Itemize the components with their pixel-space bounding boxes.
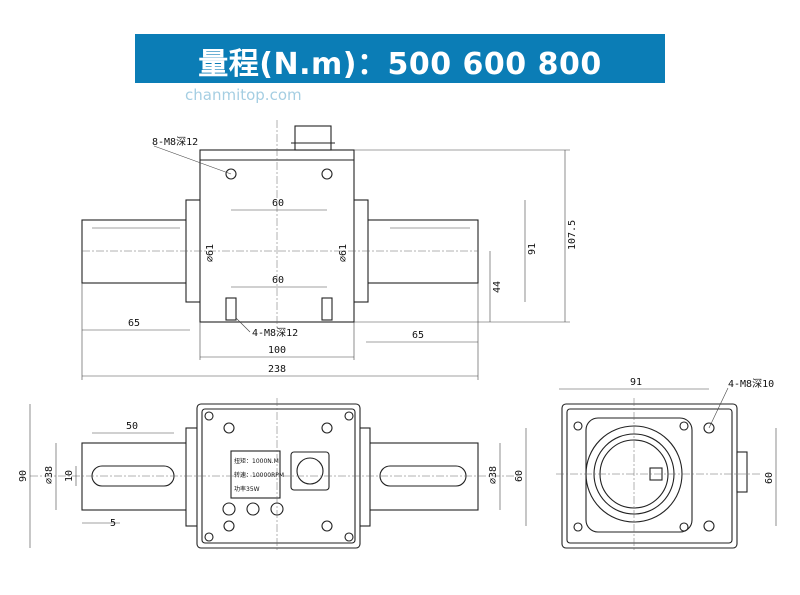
connector	[736, 451, 748, 493]
range-title: 量程(N.m)：500 600 800	[198, 47, 602, 82]
front-view: 60 60 ⌀61 ⌀61 8-M8深12 4-M8深12 91 107.5 4…	[81, 120, 578, 380]
dim-65-right: 65	[412, 330, 424, 341]
dim-90: 90	[18, 470, 29, 482]
left-shaft	[81, 442, 191, 511]
hole	[225, 168, 237, 180]
dim-91-side: 91	[630, 377, 642, 388]
dim-65-left: 65	[128, 318, 140, 329]
right-shaft	[365, 442, 479, 511]
dim-107-5: 107.5	[567, 220, 578, 250]
dim-5: 5	[110, 518, 116, 529]
dim-50: 50	[126, 421, 138, 432]
left-shaft	[81, 219, 191, 284]
right-shaft	[365, 219, 479, 284]
dim-60: 60	[514, 470, 525, 482]
dim-238: 238	[268, 364, 286, 375]
dim-dia-38-left: ⌀38	[44, 466, 55, 484]
top-view: 扭矩：1000N.M 转速：10000RPM 功率35W 50 90 ⌀38 1…	[18, 398, 527, 552]
dim-100: 100	[268, 345, 286, 356]
label-power: 功率35W	[234, 485, 260, 493]
connector	[294, 125, 332, 151]
nameplate	[230, 450, 281, 499]
dim-60-top: 60	[272, 198, 284, 209]
side-view: 91 4-M8深10 60	[556, 377, 777, 552]
dim-60-side: 60	[764, 472, 775, 484]
watermark: chanmitop.com	[185, 86, 302, 104]
label-side-holes: 4-M8深10	[728, 378, 774, 390]
dim-91: 91	[527, 243, 538, 255]
label-torque: 扭矩：1000N.M	[234, 457, 279, 465]
dim-10: 10	[64, 470, 75, 482]
label-bottom-holes: 4-M8深12	[252, 327, 298, 339]
connector	[290, 451, 330, 491]
dim-44: 44	[492, 281, 503, 293]
label-speed: 转速：10000RPM	[234, 471, 284, 479]
dim-dia-right: ⌀61	[338, 244, 349, 262]
dim-60-bottom: 60	[272, 275, 284, 286]
dim-dia-left: ⌀61	[205, 244, 216, 262]
title-banner: 量程(N.m)：500 600 800	[135, 34, 665, 83]
hole	[321, 168, 333, 180]
label-top-holes: 8-M8深12	[152, 136, 198, 148]
dim-dia-38-right: ⌀38	[488, 466, 499, 484]
